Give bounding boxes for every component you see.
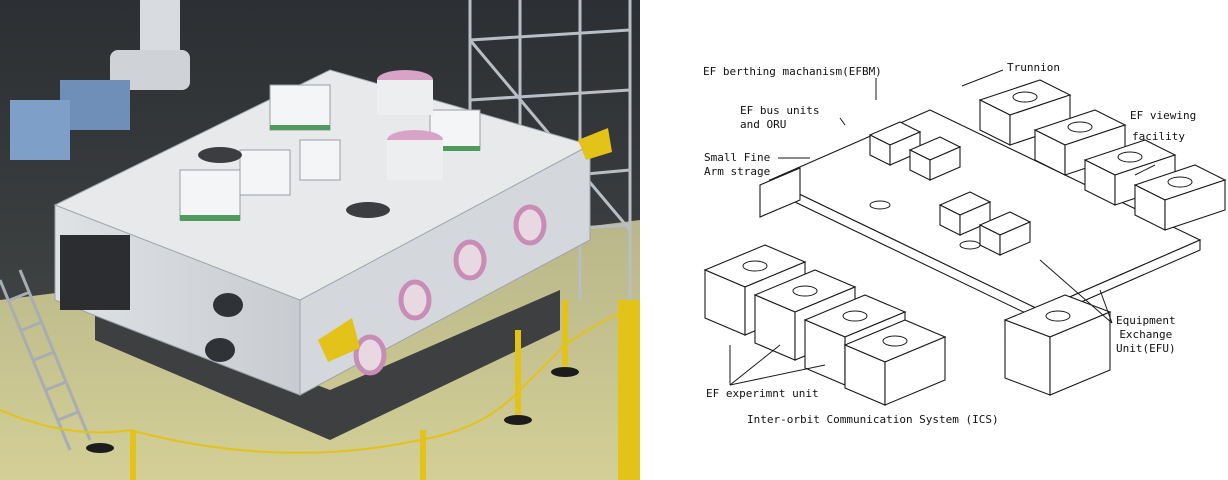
yellow-rail [618, 300, 640, 480]
experiment-box-front-row [703, 244, 1112, 406]
label-small-fine-arm: Small Fine Arm strage [704, 151, 770, 179]
green-bands [180, 125, 480, 221]
floor-stanchions [86, 300, 579, 480]
label-viewing-line1: EF viewing [1130, 109, 1197, 122]
label-viewing-facility: EF viewing facility [1130, 109, 1196, 144]
label-ics: Inter-orbit Communication System (ICS) [747, 413, 999, 426]
bus-unit-blocks [868, 121, 1032, 256]
label-bus-units-line1: EF bus units [740, 104, 820, 117]
support-rack [95, 290, 560, 440]
grapple-fixtures [742, 91, 1193, 347]
label-bus-units-line2: and ORU [740, 118, 787, 131]
interface-box [60, 235, 130, 310]
label-efu-line3: Unit(EFU) [1116, 342, 1176, 355]
label-viewing-line2: facility [1132, 130, 1185, 143]
label-efbm: EF berthing machanism(EFBM) [703, 65, 882, 78]
payload-blocks [179, 84, 481, 221]
exposed-facility-diagram [703, 69, 1227, 406]
experiment-box-back-row [978, 79, 1227, 231]
barrier-chain [0, 304, 640, 454]
diagram-drawing [703, 79, 1227, 406]
label-efu-line1: Equipment [1116, 314, 1176, 327]
label-bus-units: EF bus units and ORU [740, 104, 819, 132]
label-efu: Equipment Exchange Unit(EFU) [1116, 314, 1176, 356]
label-experiment-unit: EF experimnt unit [706, 387, 819, 400]
top-cylinders [377, 70, 443, 180]
label-small-fine-arm-line2: Arm strage [704, 165, 771, 178]
label-efu-line2: Exchange [1119, 328, 1173, 341]
side-rings [353, 204, 547, 376]
exposed-facility-photo [0, 0, 640, 480]
sfa-storage [759, 167, 801, 218]
berthing-pads [318, 128, 612, 362]
label-trunnion: Trunnion [1007, 61, 1060, 74]
robot-arm [10, 0, 190, 160]
front-ports [205, 293, 243, 362]
grapple-plates [198, 147, 390, 218]
ladder-left [0, 269, 92, 451]
label-small-fine-arm-line1: Small Fine [704, 151, 771, 164]
leader-lines [729, 69, 1156, 386]
